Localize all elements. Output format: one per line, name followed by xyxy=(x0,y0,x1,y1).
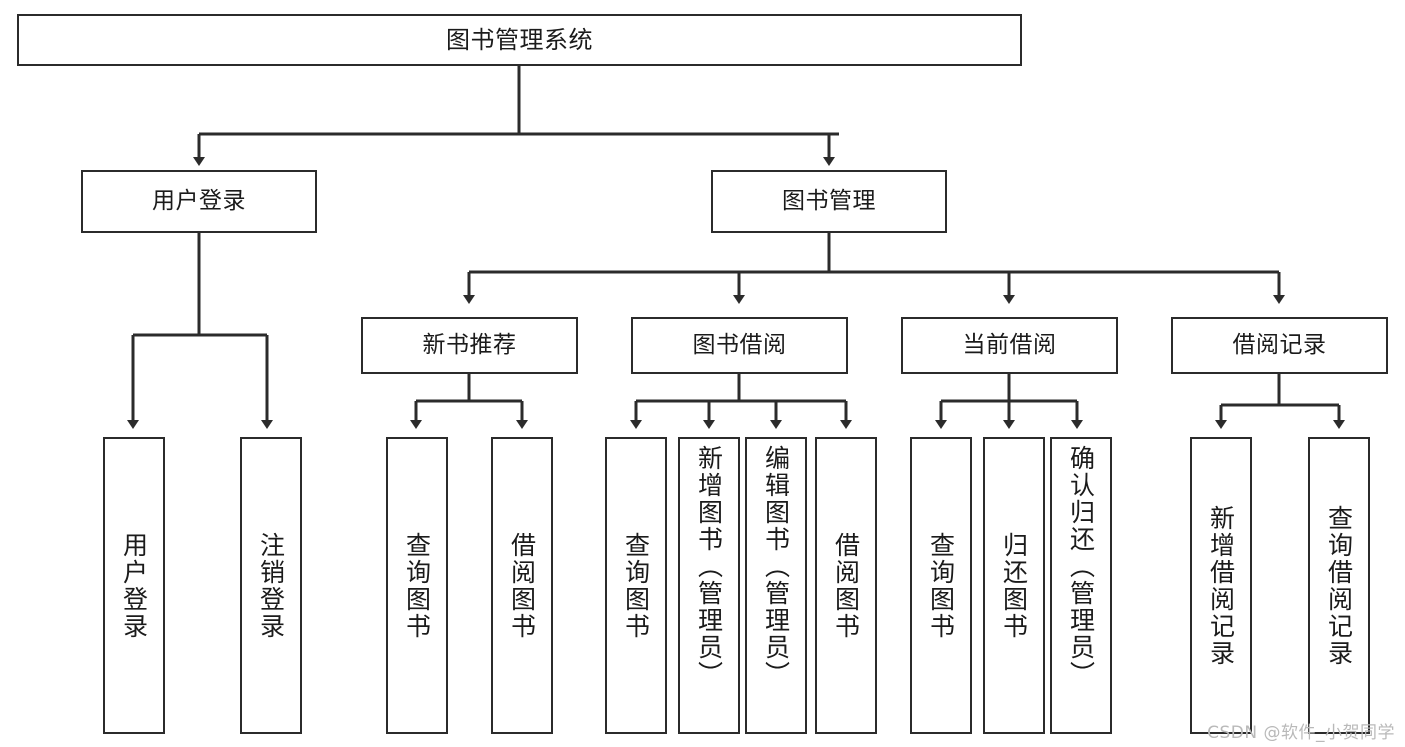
node-leaf-query-book-1[interactable]: 查询图书 xyxy=(386,437,448,734)
node-leaf-user-login-label: 用户登录 xyxy=(119,531,149,640)
node-leaf-query-book-3[interactable]: 查询图书 xyxy=(910,437,972,734)
node-leaf-borrow-book-1-label: 借阅图书 xyxy=(507,531,537,640)
node-leaf-add-borrow-record-label: 新增借阅记录 xyxy=(1206,504,1236,667)
node-leaf-query-book-3-label: 查询图书 xyxy=(926,531,956,640)
node-book-management[interactable]: 图书管理 xyxy=(711,170,947,233)
node-leaf-query-borrow-record-label: 查询借阅记录 xyxy=(1324,504,1354,667)
node-leaf-logout-login-label: 注销登录 xyxy=(256,531,286,640)
node-leaf-borrow-book-2-label: 借阅图书 xyxy=(831,531,861,640)
node-borrow-record[interactable]: 借阅记录 xyxy=(1171,317,1388,374)
node-borrow-record-label: 借阅记录 xyxy=(1232,331,1327,358)
node-new-book-recommend[interactable]: 新书推荐 xyxy=(361,317,578,374)
node-leaf-add-book[interactable]: 新增图书（管理员） xyxy=(678,437,740,734)
node-root-label: 图书管理系统 xyxy=(446,25,593,54)
node-leaf-query-book-2[interactable]: 查询图书 xyxy=(605,437,667,734)
node-leaf-borrow-book-1[interactable]: 借阅图书 xyxy=(491,437,553,734)
node-book-management-label: 图书管理 xyxy=(782,187,876,214)
node-leaf-edit-book-label: 编辑图书（管理员） xyxy=(761,445,791,688)
node-user-login[interactable]: 用户登录 xyxy=(81,170,317,233)
node-leaf-return-book[interactable]: 归还图书 xyxy=(983,437,1045,734)
node-new-book-recommend-label: 新书推荐 xyxy=(422,331,517,358)
node-leaf-return-book-label: 归还图书 xyxy=(999,531,1029,640)
node-current-borrow-label: 当前借阅 xyxy=(962,331,1057,358)
node-current-borrow[interactable]: 当前借阅 xyxy=(901,317,1118,374)
node-leaf-query-book-1-label: 查询图书 xyxy=(402,531,432,640)
node-leaf-confirm-return-label: 确认归还（管理员） xyxy=(1066,445,1096,688)
node-book-borrow-label: 图书借阅 xyxy=(692,331,787,358)
node-root[interactable]: 图书管理系统 xyxy=(17,14,1022,66)
node-leaf-confirm-return[interactable]: 确认归还（管理员） xyxy=(1050,437,1112,734)
node-leaf-query-book-2-label: 查询图书 xyxy=(621,531,651,640)
node-leaf-logout-login[interactable]: 注销登录 xyxy=(240,437,302,734)
node-leaf-add-book-label: 新增图书（管理员） xyxy=(694,445,724,688)
node-leaf-user-login[interactable]: 用户登录 xyxy=(103,437,165,734)
node-book-borrow[interactable]: 图书借阅 xyxy=(631,317,848,374)
watermark-text: CSDN @软件_小贺同学 xyxy=(1207,723,1395,743)
node-user-login-label: 用户登录 xyxy=(152,187,246,214)
node-leaf-borrow-book-2[interactable]: 借阅图书 xyxy=(815,437,877,734)
node-leaf-add-borrow-record[interactable]: 新增借阅记录 xyxy=(1190,437,1252,734)
node-leaf-edit-book[interactable]: 编辑图书（管理员） xyxy=(745,437,807,734)
node-leaf-query-borrow-record[interactable]: 查询借阅记录 xyxy=(1308,437,1370,734)
